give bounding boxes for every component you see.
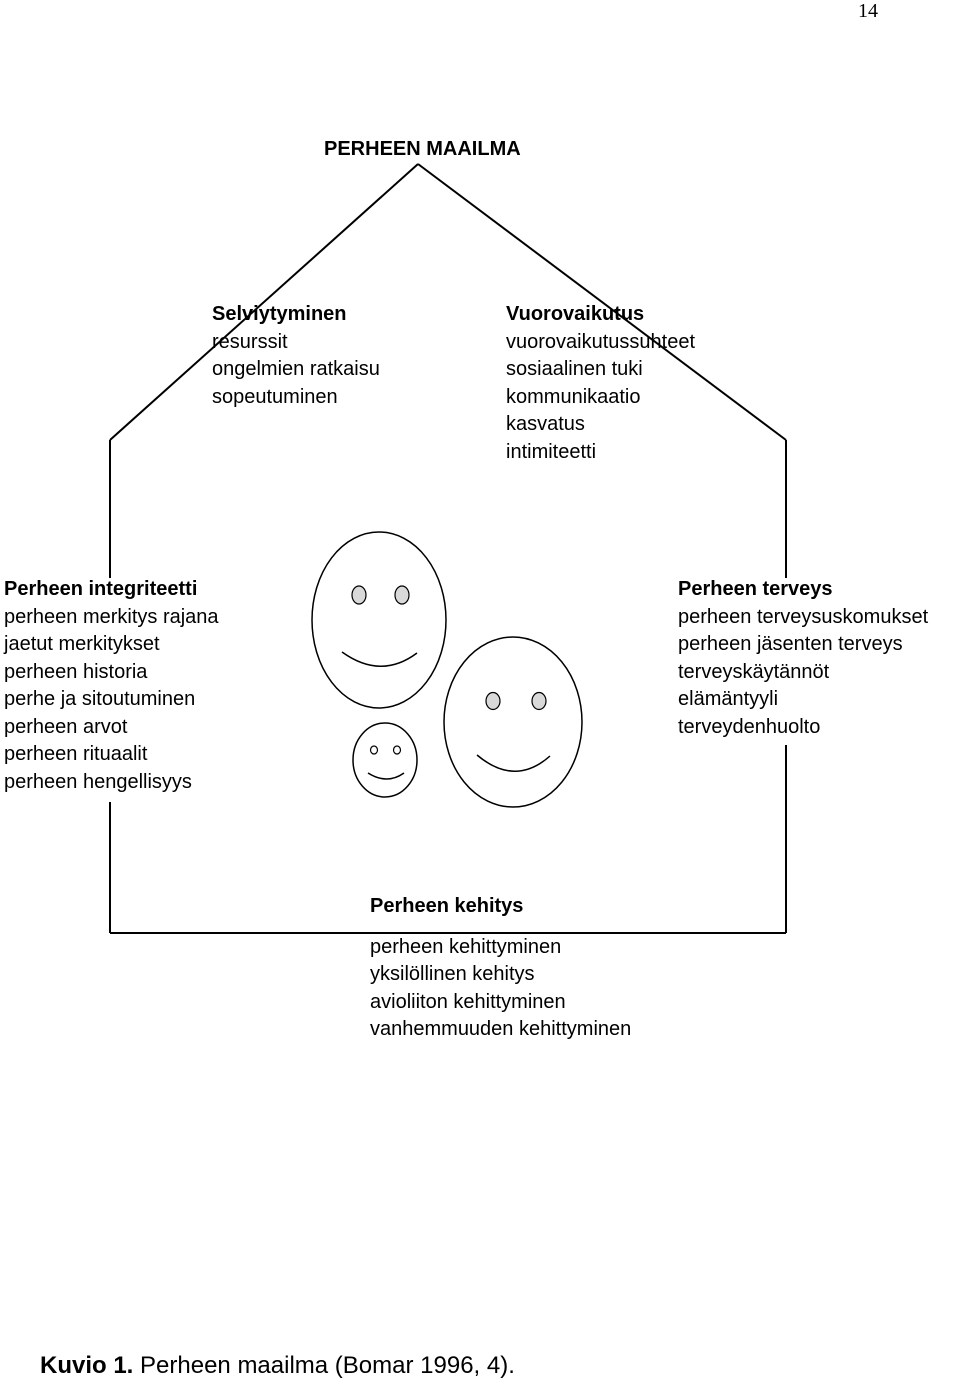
figure-caption: Kuvio 1. Perheen maailma (Bomar 1996, 4)… [40,1352,515,1380]
integrity-item: perheen historia [4,660,148,683]
diagram-title: PERHEEN MAAILMA [324,138,521,160]
face-outline [311,531,447,709]
health-item: elämäntyyli [678,688,779,710]
interaction-item: intimiteetti [506,440,597,463]
health-block: Perheen terveys perheen terveysuskomukse… [678,576,928,741]
roof-left-line [109,163,419,441]
face-mouth [367,772,405,780]
page-number: 14 [858,0,878,22]
integrity-heading: Perheen integriteetti [4,578,198,600]
integrity-item: jaetut merkitykset [4,633,160,655]
face-outline [443,636,583,808]
coping-heading: Selviytyminen [212,303,347,325]
development-block: Perheen kehitys perheen kehittyminen yks… [370,893,631,1044]
development-item: avioliiton kehittyminen [370,990,566,1013]
integrity-item: perheen rituaalit [4,743,148,765]
smiley-face-medium [443,636,583,808]
face-outline [352,722,418,798]
face-eye-left [369,745,379,755]
face-mouth [341,651,418,667]
roof-right-line [417,163,787,441]
integrity-item: perheen merkitys rajana [4,605,219,628]
face-eye-right [392,745,402,755]
face-eye-right [394,585,410,605]
coping-item: resurssit [212,330,288,353]
interaction-block: Vuorovaikutus vuorovaikutussuhteet sosia… [506,301,695,466]
smiley-face-small [352,722,418,798]
development-item: yksilöllinen kehitys [370,963,535,985]
interaction-heading: Vuorovaikutus [506,303,645,325]
coping-block: Selviytyminen resurssit ongelmien ratkai… [212,301,380,411]
coping-item: sopeutuminen [212,385,338,408]
interaction-item: sosiaalinen tuki [506,358,643,380]
development-item: perheen kehittyminen [370,935,562,958]
interaction-item: kommunikaatio [506,385,641,408]
face-eye-left [485,691,501,711]
coping-item: ongelmien ratkaisu [212,358,380,380]
health-item: terveydenhuolto [678,715,821,738]
face-eye-left [351,585,367,605]
health-heading: Perheen terveys [678,578,833,600]
integrity-item: perheen hengellisyys [4,770,192,793]
interaction-item: kasvatus [506,413,585,435]
health-item: perheen jäsenten terveys [678,633,903,655]
caption-label: Kuvio 1. [40,1352,134,1379]
development-item: vanhemmuuden kehittyminen [370,1018,632,1040]
development-heading: Perheen kehitys [370,895,524,917]
health-item: perheen terveysuskomukset [678,605,929,628]
interaction-item: vuorovaikutussuhteet [506,330,696,353]
integrity-block: Perheen integriteetti perheen merkitys r… [4,576,219,796]
caption-text: Perheen maailma (Bomar 1996, 4). [140,1352,515,1379]
integrity-item: perhe ja sitoutuminen [4,688,196,710]
face-mouth [476,754,551,772]
face-eye-right [531,691,547,711]
smiley-face-large [311,531,447,709]
health-item: terveyskäytännöt [678,660,830,683]
integrity-item: perheen arvot [4,715,128,738]
